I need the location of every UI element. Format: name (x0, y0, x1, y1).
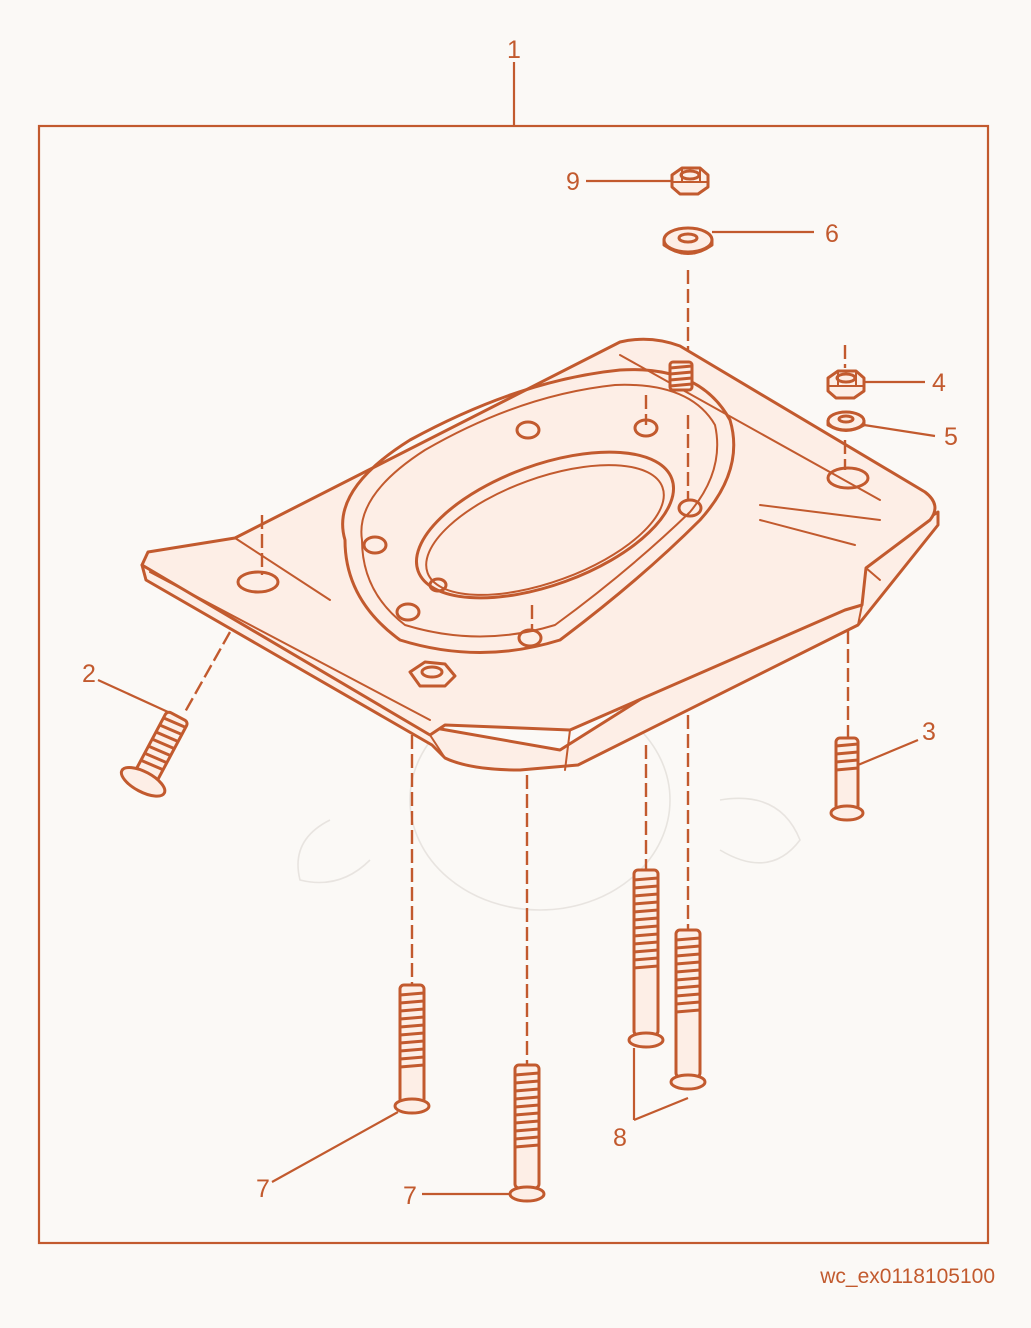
bolt-2 (119, 710, 189, 798)
bolt-7-right (508, 1063, 546, 1203)
seat-plate (140, 337, 940, 772)
callout-7-left: 7 (256, 1175, 270, 1203)
callout-7-right: 7 (403, 1182, 417, 1210)
bolt-7-left (393, 983, 431, 1115)
callout-8: 8 (613, 1124, 627, 1152)
washer-6 (662, 226, 714, 255)
plate-stud (668, 360, 694, 392)
bolt-8-right (669, 928, 707, 1091)
callout-5: 5 (944, 423, 958, 451)
callout-4: 4 (932, 369, 946, 397)
callout-2: 2 (82, 660, 96, 688)
weld-nut (408, 660, 457, 688)
leader-lines (97, 179, 936, 1196)
callout-6: 6 (825, 220, 839, 248)
nut-9 (670, 166, 710, 196)
bolt-8-left (627, 868, 665, 1049)
nut-4 (826, 369, 866, 400)
bolt-3 (829, 736, 865, 822)
figure-code: wc_ex0118105100 (820, 1265, 995, 1288)
callout-9: 9 (566, 168, 580, 196)
callout-1: 1 (507, 36, 521, 64)
assembly-lines (183, 270, 850, 1065)
washer-5 (826, 410, 866, 432)
callout-3: 3 (922, 718, 936, 746)
